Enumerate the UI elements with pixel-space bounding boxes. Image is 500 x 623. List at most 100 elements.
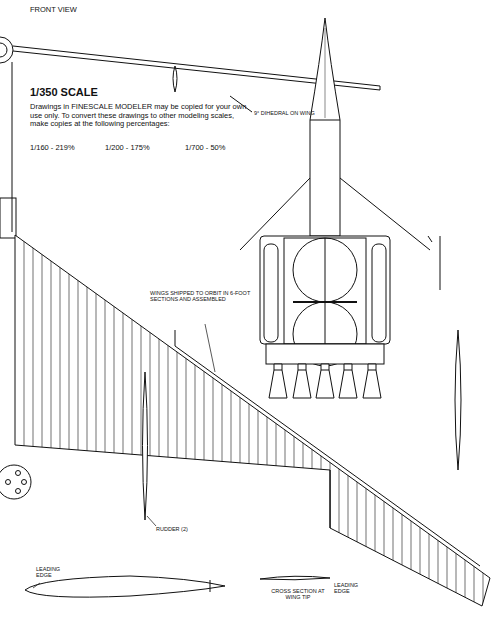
- engine-nozzle: [339, 364, 357, 398]
- panel-line: [321, 230, 322, 610]
- leader-line: [147, 516, 156, 526]
- panel-line: [60, 230, 61, 610]
- panel-line: [240, 230, 241, 610]
- note: WINGS SHIPPED TO ORBIT IN 6-FOOT SECTION…: [150, 290, 260, 303]
- panel-line: [132, 230, 133, 610]
- panel-line: [231, 230, 232, 610]
- orbiter-nose: [310, 120, 340, 121]
- wing-planform: [15, 235, 490, 606]
- panel-line: [420, 230, 421, 610]
- airfoil-hinge: [210, 580, 211, 592]
- panel-line: [357, 230, 358, 610]
- hub-hole: [6, 480, 11, 485]
- hub-hole: [16, 471, 21, 476]
- engine-nozzle: [316, 364, 334, 398]
- scale-percentage: 1/160 - 219%: [30, 144, 75, 153]
- fuselage-front: [0, 43, 7, 57]
- engine-nozzle: [269, 364, 287, 398]
- engine-nozzle: [293, 364, 311, 398]
- panel-line: [51, 230, 52, 610]
- panel-line: [456, 230, 457, 610]
- panel-line: [366, 230, 367, 610]
- fuselage-front: [0, 37, 13, 63]
- thrust-block: [266, 344, 384, 364]
- panel-line: [24, 230, 25, 610]
- part-label: LEADING EDGE: [36, 566, 68, 579]
- wing-panel-lines: [24, 230, 483, 610]
- orbiter-nose: [310, 18, 340, 236]
- engine-nozzle: [363, 364, 381, 398]
- panel-line: [123, 230, 124, 610]
- copy-note: Drawings in FINESCALE MODELER may be cop…: [30, 103, 252, 129]
- note: 9° DIHEDRAL ON WING: [254, 110, 315, 116]
- fuselage-part: [0, 198, 16, 238]
- fin-side: [455, 330, 461, 470]
- wing-spar-line: [175, 330, 480, 566]
- panel-line: [150, 230, 151, 610]
- engine-nozzle: [368, 370, 376, 371]
- panel-line: [285, 230, 286, 610]
- panel-line: [438, 230, 439, 610]
- structure-line: [440, 236, 441, 290]
- hub: [0, 465, 31, 499]
- hub-hole: [22, 480, 27, 485]
- scale-percentage: 1/200 - 175%: [105, 144, 150, 153]
- engine-nozzle: [321, 370, 329, 371]
- panel-line: [312, 230, 313, 610]
- panel-line: [348, 230, 349, 610]
- panel-line: [204, 230, 205, 610]
- panel-line: [42, 230, 43, 610]
- panel-line: [168, 230, 169, 610]
- side-tank: [264, 244, 278, 342]
- leader-line: [33, 583, 40, 588]
- part-label: CROSS SECTION AT WING TIP: [268, 588, 328, 601]
- rudder: [143, 372, 148, 520]
- panel-line: [114, 230, 115, 610]
- view-title: FRONT VIEW: [30, 6, 77, 15]
- panel-line: [384, 230, 385, 610]
- panel-line: [267, 230, 268, 610]
- panel-line: [465, 230, 466, 610]
- panel-line: [249, 230, 250, 610]
- panel-line: [447, 230, 448, 610]
- engine-nozzles: [269, 364, 381, 398]
- part-label: RUDDER (2): [156, 526, 188, 532]
- panel-line: [258, 230, 259, 610]
- panel-line: [213, 230, 214, 610]
- panel-line: [429, 230, 430, 610]
- orbiter-nose: [325, 28, 326, 118]
- panel-line: [294, 230, 295, 610]
- root-airfoil: [25, 576, 225, 597]
- panel-line: [78, 230, 79, 610]
- panel-line: [276, 230, 277, 610]
- panel-line: [105, 230, 106, 610]
- panel-line: [222, 230, 223, 610]
- wing-step: [330, 470, 331, 528]
- panel-line: [411, 230, 412, 610]
- structure-line: [428, 236, 432, 242]
- tank-frame: [293, 301, 357, 303]
- panel-line: [402, 230, 403, 610]
- part-label: LEADING EDGE: [334, 582, 366, 595]
- panel-line: [375, 230, 376, 610]
- panel-line: [159, 230, 160, 610]
- scale-title: 1/350 SCALE: [30, 86, 98, 99]
- panel-line: [339, 230, 340, 610]
- panel-line: [483, 230, 484, 610]
- panel-line: [96, 230, 97, 610]
- panel-line: [177, 230, 178, 610]
- panel-line: [195, 230, 196, 610]
- panel-line: [474, 230, 475, 610]
- hub-hole: [16, 489, 21, 494]
- panel-line: [69, 230, 70, 610]
- side-tank: [372, 244, 386, 342]
- leader-line: [205, 324, 215, 372]
- panel-line: [393, 230, 394, 610]
- engine-nozzle: [344, 370, 352, 371]
- panel-line: [186, 230, 187, 610]
- panel-line: [330, 230, 331, 610]
- panel-line: [33, 230, 34, 610]
- fuselage-edge: [12, 62, 13, 232]
- scale-percentage: 1/700 - 50%: [185, 144, 225, 153]
